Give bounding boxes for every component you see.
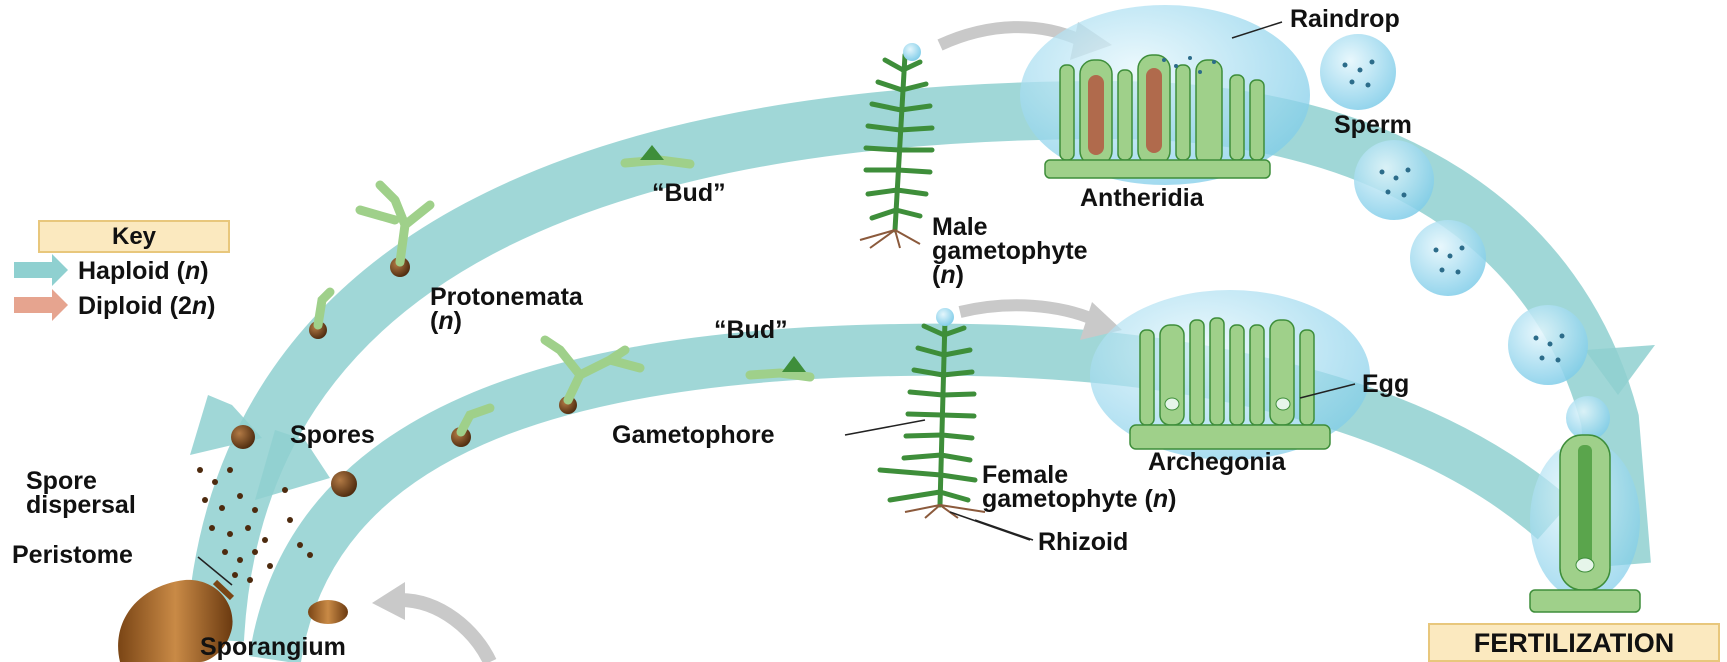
haploid-key-label: Haploid (n) <box>78 256 209 286</box>
sperm-drop <box>1320 34 1396 110</box>
sperm-drop <box>1354 140 1434 220</box>
sperm-drop <box>1410 220 1486 296</box>
antheridia-cluster <box>1020 5 1310 185</box>
female-transition-arrow <box>960 305 1095 320</box>
diploid-key-arrow <box>14 289 68 321</box>
female-rhizoids <box>905 505 985 518</box>
spore <box>231 425 255 449</box>
spore-dispersal-label-2: dispersal <box>26 490 136 520</box>
egg-cell <box>1276 398 1290 410</box>
diploid-key-label: Diploid (2n) <box>78 291 216 321</box>
peristome-label: Peristome <box>12 540 133 570</box>
key-title: Key <box>112 223 156 250</box>
archegonia-cluster <box>1090 290 1370 460</box>
haploid-key-arrow <box>14 254 68 286</box>
spore <box>331 471 357 497</box>
egg-label: Egg <box>1362 369 1409 399</box>
sporangium-label: Sporangium <box>200 632 346 662</box>
key-box: Key <box>38 220 230 253</box>
bud-upper-label: “Bud” <box>652 178 726 208</box>
protonemata-label-2: (n) <box>430 306 462 336</box>
rhizoid-label: Rhizoid <box>1038 527 1128 557</box>
antheridia-label: Antheridia <box>1080 183 1204 213</box>
female-gametophyte-label-2: gametophyte (n) <box>982 484 1176 514</box>
raindrop-label: Raindrop <box>1290 4 1400 34</box>
sperm-drop <box>1566 396 1610 440</box>
male-gametophyte-label-3: (n) <box>932 260 964 290</box>
diploid-return-arrow <box>400 600 490 662</box>
archegonia-label: Archegonia <box>1148 447 1286 477</box>
sperm-label: Sperm <box>1334 110 1412 140</box>
bud-lower-label: “Bud” <box>714 315 788 345</box>
spores-label: Spores <box>290 420 375 450</box>
fertilization-box: FERTILIZATION <box>1428 623 1720 662</box>
gametophore-label: Gametophore <box>612 420 775 450</box>
male-top-droplet <box>903 43 921 61</box>
fertilization-label: FERTILIZATION <box>1474 628 1674 658</box>
male-rhizoids <box>860 230 920 248</box>
female-top-droplet <box>936 308 954 326</box>
egg-cell <box>1165 398 1179 410</box>
